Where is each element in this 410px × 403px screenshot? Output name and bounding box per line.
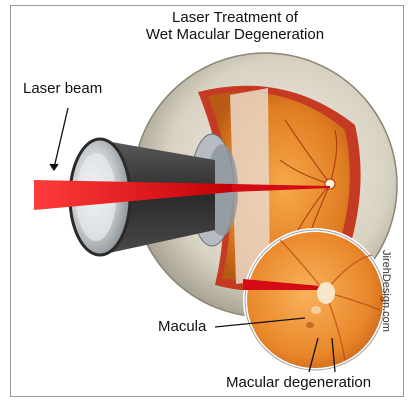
macula-inset: [243, 230, 385, 370]
title-line-2: Wet Macular Degeneration: [0, 26, 410, 44]
credit-watermark: JirehDesign.com: [380, 250, 392, 332]
label-macular-degeneration: Macular degeneration: [226, 374, 371, 391]
label-macula: Macula: [158, 318, 206, 335]
title-line-1: Laser Treatment of: [0, 9, 410, 27]
label-laser-beam: Laser beam: [23, 80, 102, 97]
